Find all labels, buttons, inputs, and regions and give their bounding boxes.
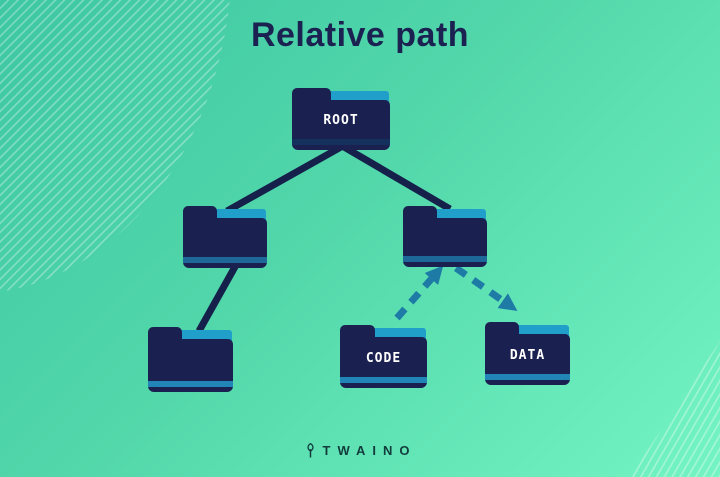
folder-label: ROOT bbox=[323, 113, 359, 128]
folder-label: CODE bbox=[365, 350, 402, 366]
page-title: Relative path bbox=[250, 16, 470, 54]
folder-left bbox=[183, 206, 267, 268]
folder-stripe bbox=[340, 377, 427, 383]
folder-bottom-left bbox=[148, 327, 233, 392]
folder-body: ROOT bbox=[292, 100, 390, 150]
tree-icon bbox=[306, 442, 314, 458]
dashed-arrow-code-to-parent bbox=[394, 265, 444, 321]
folder-label: DATA bbox=[509, 347, 546, 363]
folder-body: CODE bbox=[340, 337, 427, 388]
brand-logo: TWAINO bbox=[0, 442, 720, 459]
folder-body bbox=[148, 339, 233, 392]
folder-stripe bbox=[403, 256, 487, 262]
edge-root-to-right-folder bbox=[342, 143, 452, 213]
folder-body bbox=[183, 218, 267, 268]
folder-stripe bbox=[148, 381, 233, 387]
folder-stripe bbox=[292, 139, 390, 145]
edge-left-folder-to-bottom-left-folder bbox=[195, 263, 240, 333]
folder-code: CODE bbox=[340, 325, 427, 388]
folder-stripe bbox=[485, 374, 570, 380]
folder-right bbox=[403, 206, 487, 267]
folder-body: DATA bbox=[485, 334, 570, 385]
folder-data: DATA bbox=[485, 322, 570, 385]
folder-body bbox=[403, 218, 487, 267]
edge-root-to-left-folder bbox=[225, 143, 343, 215]
folder-stripe bbox=[183, 257, 267, 263]
folder-root: ROOT bbox=[292, 88, 390, 150]
brand-name: TWAINO bbox=[322, 443, 417, 458]
dashed-arrow-parent-to-data bbox=[453, 265, 518, 312]
